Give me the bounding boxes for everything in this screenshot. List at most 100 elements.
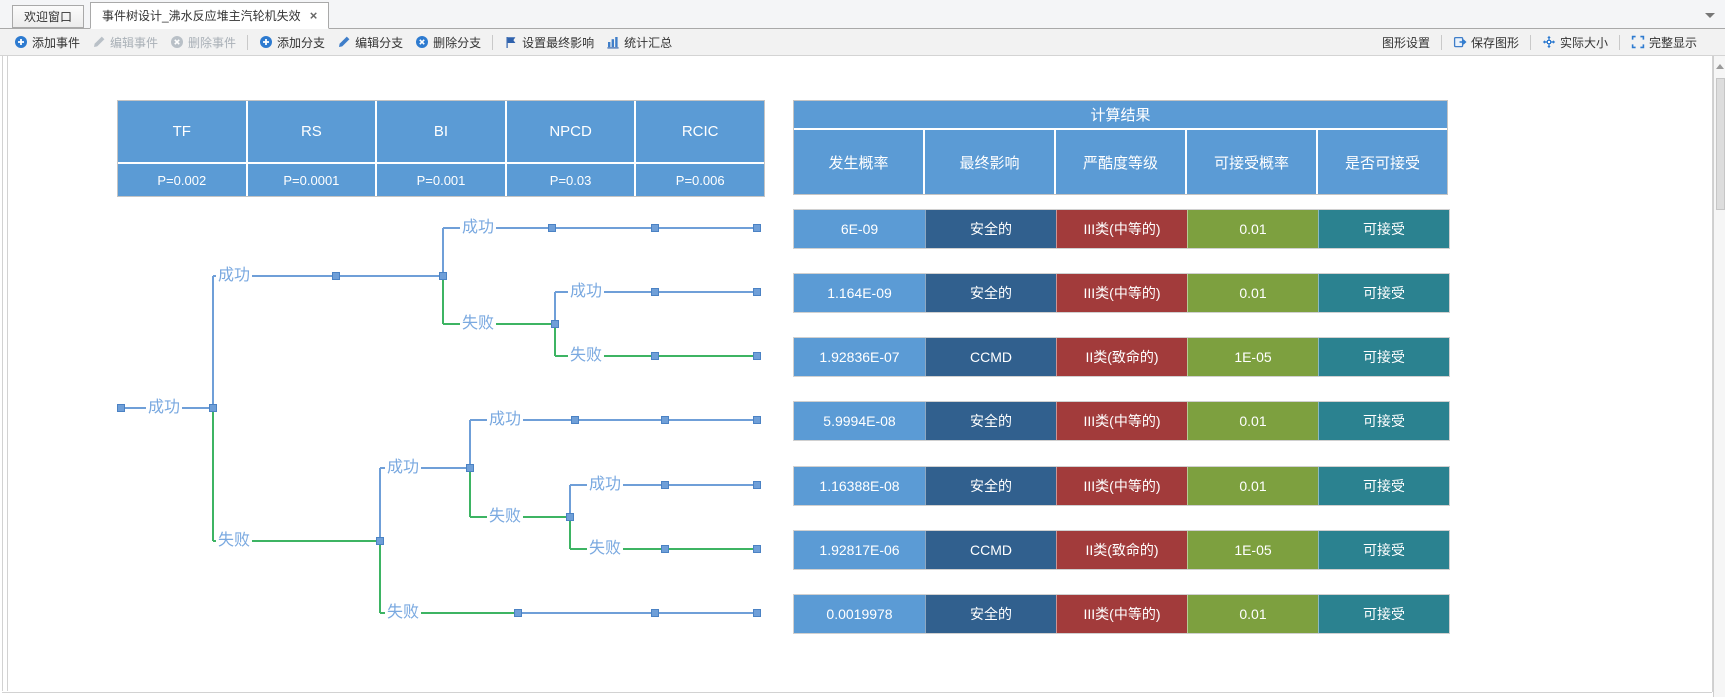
- tree-node-marker[interactable]: [651, 224, 659, 232]
- result-cell: 1.92817E-06: [794, 531, 925, 569]
- edit-branch-button[interactable]: 编辑分支: [331, 32, 409, 53]
- x-circle-icon: [415, 35, 429, 49]
- toolbar-separator: [1618, 34, 1620, 50]
- tree-node-marker[interactable]: [466, 464, 474, 472]
- add-event-button[interactable]: 添加事件: [8, 32, 86, 53]
- toolbar-button-label: 实际大小: [1559, 35, 1608, 50]
- tree-branch-line: [213, 275, 443, 277]
- result-cell: CCMD: [925, 338, 1056, 376]
- tree-node-marker[interactable]: [753, 224, 761, 232]
- result-cell: 安全的: [925, 402, 1056, 440]
- result-cell: 0.01: [1187, 467, 1318, 505]
- result-cell: 0.01: [1187, 595, 1318, 633]
- tree-node-marker[interactable]: [548, 224, 556, 232]
- tree-branch-label[interactable]: 成功: [486, 411, 524, 429]
- toolbar-button-label: 保存图形: [1470, 35, 1519, 50]
- tree-node-marker[interactable]: [566, 513, 574, 521]
- tree-node-marker[interactable]: [439, 272, 447, 280]
- result-cell: III类(中等的): [1056, 467, 1187, 505]
- tree-branch-label[interactable]: 失败: [215, 532, 253, 550]
- tree-node-marker[interactable]: [753, 609, 761, 617]
- result-cell: 6E-09: [794, 210, 925, 248]
- toolbar-separator: [247, 34, 249, 50]
- scroll-up-icon[interactable]: [1716, 64, 1724, 69]
- tree-branch-label[interactable]: 成功: [459, 219, 497, 237]
- result-cell: 可接受: [1318, 531, 1449, 569]
- tree-node-marker[interactable]: [753, 481, 761, 489]
- result-cell: 1.164E-09: [794, 274, 925, 312]
- event-column-header: NPCD: [506, 101, 635, 162]
- tree-branch-label[interactable]: 成功: [145, 399, 183, 417]
- results-column-header: 严酷度等级: [1056, 130, 1185, 194]
- tree-node-marker[interactable]: [117, 404, 125, 412]
- tree-branch-label[interactable]: 失败: [567, 347, 605, 365]
- tree-node-marker[interactable]: [651, 609, 659, 617]
- tree-node-marker[interactable]: [651, 288, 659, 296]
- tree-branch-label[interactable]: 成功: [586, 476, 624, 494]
- chevron-down-icon[interactable]: [1705, 13, 1715, 18]
- graphic-settings-button[interactable]: 图形设置: [1358, 32, 1436, 53]
- close-icon[interactable]: ×: [309, 8, 318, 23]
- set-final-impact-button[interactable]: 设置最终影响: [498, 32, 600, 53]
- tree-branch-label[interactable]: 失败: [384, 604, 422, 622]
- toolbar-button-label: 完整显示: [1648, 35, 1697, 50]
- tree-node-marker[interactable]: [209, 404, 217, 412]
- tab-welcome[interactable]: 欢迎窗口: [12, 5, 85, 28]
- event-column-header: RS: [247, 101, 376, 162]
- tree-branch-line: [379, 541, 381, 613]
- tree-node-marker[interactable]: [376, 537, 384, 545]
- tree-branch-label[interactable]: 成功: [215, 267, 253, 285]
- fit-screen-icon: [1631, 35, 1645, 49]
- result-cell: 安全的: [925, 467, 1056, 505]
- result-cell: II类(致命的): [1056, 338, 1187, 376]
- tab-event-tree-design[interactable]: 事件树设计_沸水反应堆主汽轮机失效×: [90, 2, 330, 29]
- tree-node-marker[interactable]: [661, 545, 669, 553]
- vertical-scrollbar[interactable]: [1713, 56, 1725, 697]
- toolbar-button-label: 添加事件: [32, 35, 81, 50]
- tree-node-marker[interactable]: [332, 272, 340, 280]
- tree-node-marker[interactable]: [651, 352, 659, 360]
- result-cell: III类(中等的): [1056, 595, 1187, 633]
- toolbar-button-label: 编辑事件: [110, 35, 159, 50]
- result-cell: 安全的: [925, 595, 1056, 633]
- result-cell: 可接受: [1318, 338, 1449, 376]
- tree-node-marker[interactable]: [571, 416, 579, 424]
- tree-branch-label[interactable]: 失败: [459, 315, 497, 333]
- plus-circle-icon: [259, 35, 273, 49]
- tree-branch-line: [380, 612, 518, 614]
- actual-size-button[interactable]: 实际大小: [1536, 32, 1614, 53]
- bar-chart-icon: [606, 35, 620, 49]
- tree-node-marker[interactable]: [753, 545, 761, 553]
- tree-branch-line: [554, 292, 556, 324]
- tree-node-marker[interactable]: [551, 320, 559, 328]
- tree-branch-label[interactable]: 成功: [384, 459, 422, 477]
- export-icon: [1453, 35, 1467, 49]
- save-graphic-button[interactable]: 保存图形: [1447, 32, 1525, 53]
- add-branch-button[interactable]: 添加分支: [253, 32, 331, 53]
- move-icon: [1542, 35, 1556, 49]
- result-cell: 1E-05: [1187, 338, 1318, 376]
- full-display-button[interactable]: 完整显示: [1625, 32, 1703, 53]
- tree-node-marker[interactable]: [753, 416, 761, 424]
- result-cell: 0.01: [1187, 210, 1318, 248]
- tree-branch-label[interactable]: 失败: [486, 508, 524, 526]
- tree-branch-line: [443, 323, 555, 325]
- tree-branch-line: [379, 468, 381, 541]
- tree-branch-line: [470, 419, 753, 421]
- tree-node-marker[interactable]: [514, 609, 522, 617]
- toolbar-button-label: 编辑分支: [355, 35, 404, 50]
- stats-summary-button[interactable]: 统计汇总: [600, 32, 678, 53]
- tree-node-marker[interactable]: [661, 416, 669, 424]
- tree-node-marker[interactable]: [753, 352, 761, 360]
- tree-branch-line: [569, 517, 571, 549]
- scrollbar-thumb[interactable]: [1716, 78, 1725, 210]
- tree-branch-label[interactable]: 成功: [567, 283, 605, 301]
- results-table-title: 计算结果: [794, 101, 1447, 128]
- delete-branch-button[interactable]: 删除分支: [409, 32, 487, 53]
- x-circle-icon: [170, 35, 184, 49]
- tree-node-marker[interactable]: [661, 481, 669, 489]
- tree-node-marker[interactable]: [753, 288, 761, 296]
- tree-branch-label[interactable]: 失败: [586, 540, 624, 558]
- result-cell: 可接受: [1318, 595, 1449, 633]
